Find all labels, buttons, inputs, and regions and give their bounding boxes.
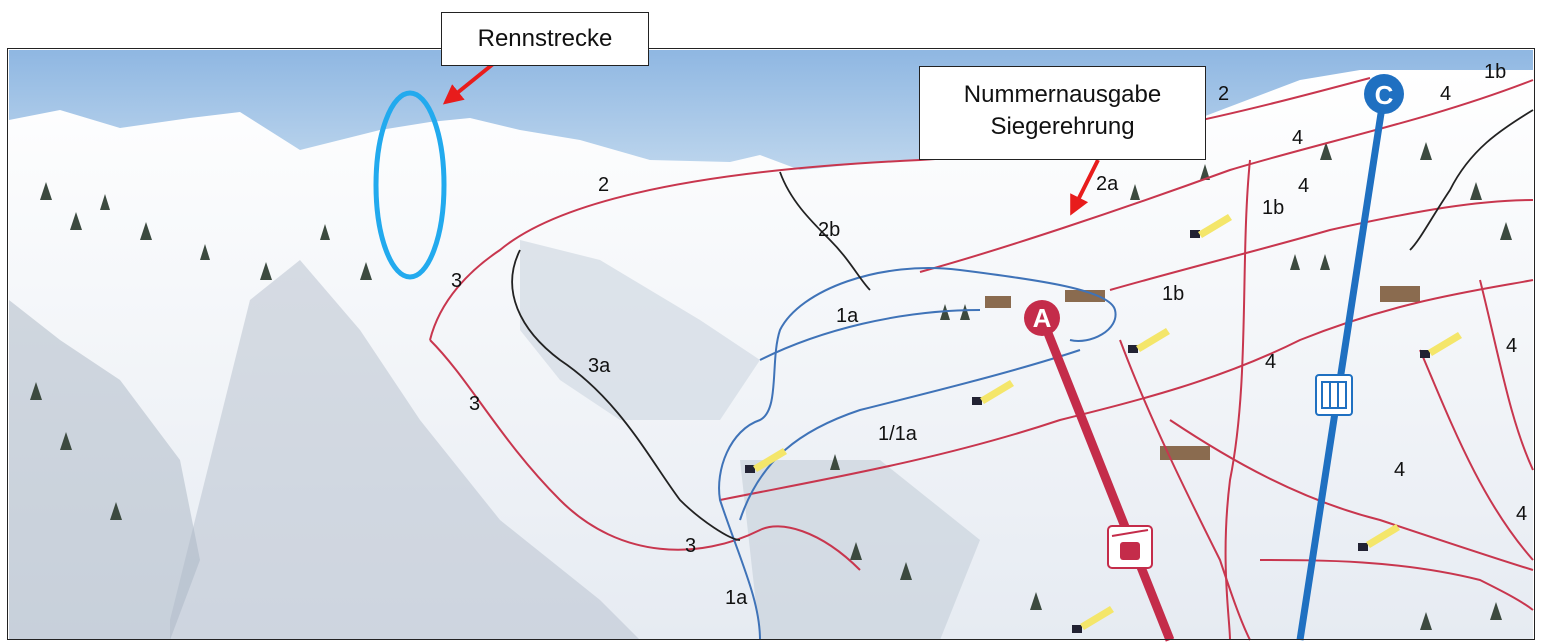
piste-red-4d	[1419, 349, 1534, 561]
piste-label: 3	[451, 270, 462, 292]
piste-red-1b	[1109, 199, 1534, 291]
trees	[30, 142, 1512, 630]
piste-label: 3	[469, 393, 480, 415]
rock-shadow	[9, 300, 200, 640]
valley-shadow	[740, 460, 980, 640]
piste-label: 1b	[1484, 61, 1506, 83]
piste-red-4f	[1259, 559, 1534, 611]
piste-red-3-lower	[429, 339, 861, 571]
piste-label: 1b	[1162, 283, 1184, 305]
piste-blue-1a-loop	[759, 309, 981, 361]
snow-cannon-icon	[1358, 524, 1400, 551]
gondola-icon	[1107, 525, 1153, 569]
awards-arrow	[1070, 159, 1100, 216]
snow-cannon-icon	[745, 448, 787, 473]
lift-a-line	[1037, 316, 1175, 642]
chairlift-icon	[1315, 374, 1353, 416]
piste-label: 2	[1218, 83, 1229, 105]
lift-c-line	[1296, 93, 1388, 641]
lift-c-label: C	[1375, 80, 1394, 110]
piste-red-lower	[719, 279, 1534, 501]
piste-label: 4	[1440, 83, 1451, 105]
piste-label: 3a	[588, 355, 611, 377]
piste-label: 2b	[818, 219, 840, 241]
piste-label: 4	[1516, 503, 1527, 525]
piste-blue-1a	[718, 267, 1117, 641]
piste-label: 1a	[725, 587, 748, 609]
rock-ridge	[170, 260, 640, 640]
race-track-label: Rennstrecke	[477, 25, 613, 52]
snow-cannon-icon	[1420, 332, 1462, 358]
snow-cannon-icon	[1190, 214, 1232, 238]
map-frame	[7, 48, 1535, 640]
piste-red-4c	[1479, 279, 1534, 471]
lift-a-label: A	[1033, 303, 1052, 333]
huts	[985, 286, 1420, 460]
snow-cannon-icon	[1072, 606, 1114, 633]
race-track-arrow	[442, 58, 500, 105]
awards-label-line2: Siegerehrung	[990, 113, 1135, 140]
piste-black-3a	[511, 249, 741, 541]
piste-label: 4	[1265, 351, 1276, 373]
snow-cannon-icon	[972, 380, 1014, 405]
awards-callout: Nummernausgabe Siegerehrung	[919, 66, 1206, 160]
race-track-callout: Rennstrecke	[441, 12, 649, 66]
piste-black-2b	[779, 171, 871, 291]
piste-label: 4	[1292, 127, 1303, 149]
lift-a-marker	[1024, 300, 1060, 336]
snow-cannon-icon	[1128, 328, 1170, 353]
piste-label: 3	[685, 535, 696, 557]
blue-pistes	[718, 267, 1117, 641]
piste-blue-1-1a	[739, 349, 1081, 521]
piste-red-4b	[1119, 339, 1251, 641]
black-pistes	[511, 109, 1534, 541]
piste-label: 4	[1394, 459, 1405, 481]
lift-c-marker	[1364, 74, 1404, 114]
piste-label: 2	[598, 174, 609, 196]
piste-labels: 2 2 2a 2b 3 3 3 3a 1a 1a 1/1a 1b 1b 1b 4…	[451, 61, 1527, 609]
piste-red-4a	[1224, 159, 1251, 641]
piste-label: 1b	[1262, 197, 1284, 219]
piste-label: 1a	[836, 305, 859, 327]
piste-red-2a	[919, 79, 1534, 273]
piste-label: 1/1a	[878, 423, 918, 445]
piste-label: 4	[1298, 175, 1309, 197]
snow-cannon-icons	[745, 214, 1462, 633]
awards-label-line1: Nummernausgabe	[963, 81, 1162, 108]
race-track-highlight-circle	[373, 90, 447, 280]
piste-label: 2a	[1096, 173, 1119, 195]
piste-red-4e	[1169, 419, 1534, 571]
piste-label: 4	[1506, 335, 1517, 357]
piste-black-top-right	[1409, 109, 1534, 251]
